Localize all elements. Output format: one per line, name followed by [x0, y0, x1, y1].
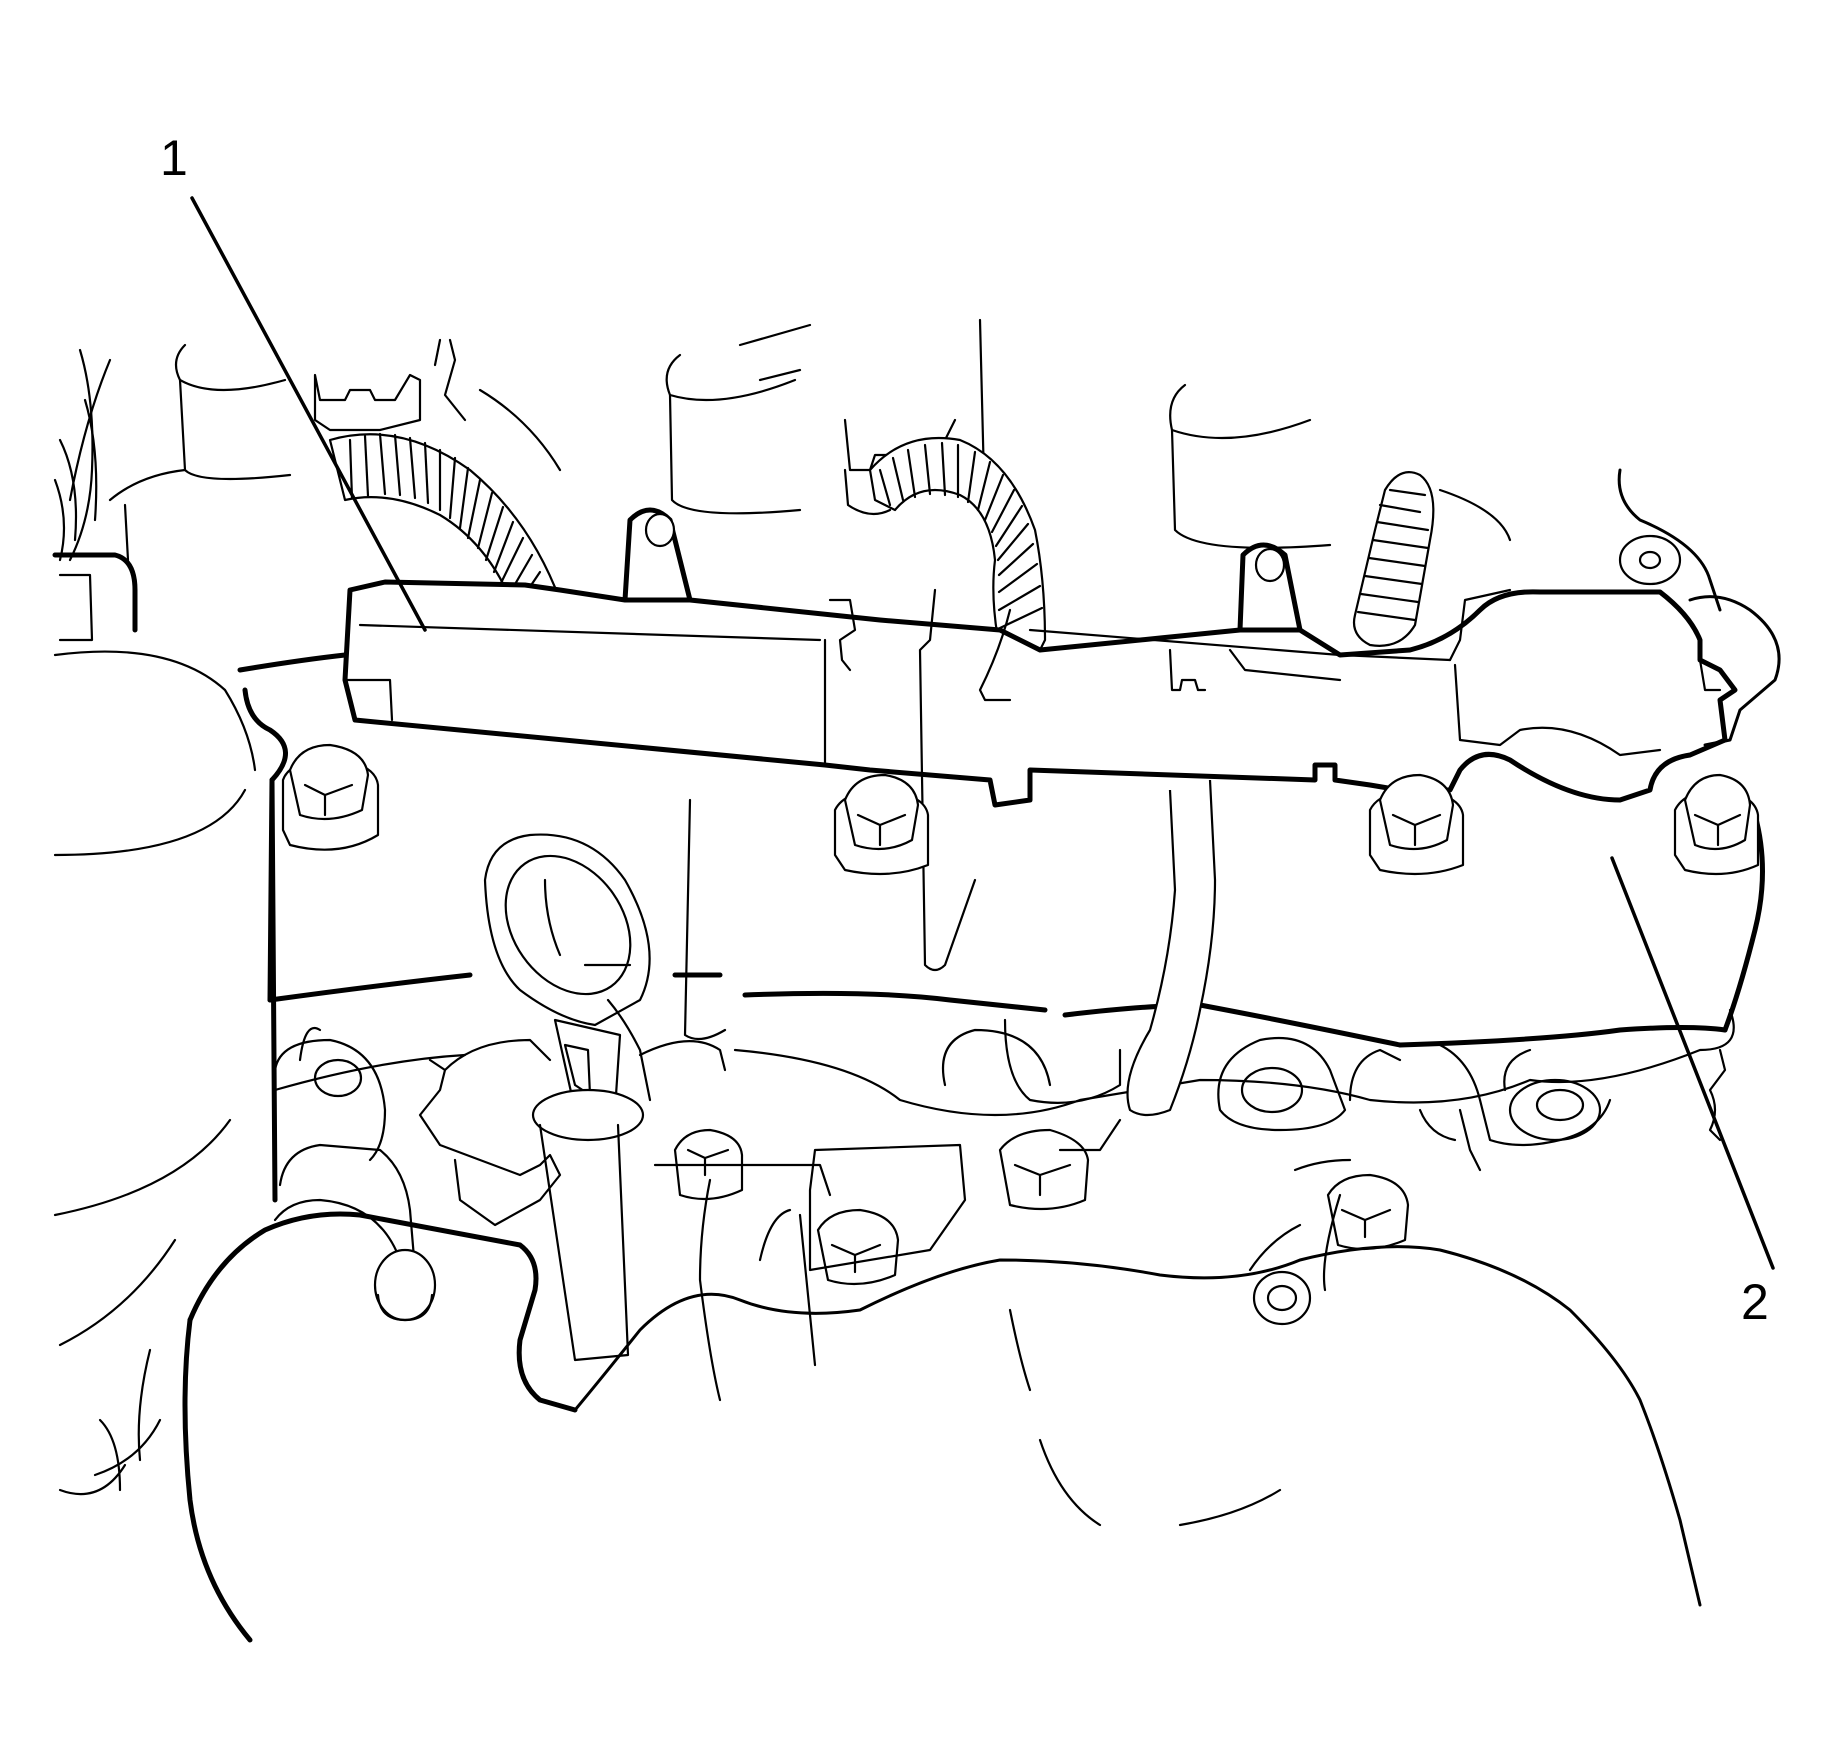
callout-label-1: 1	[160, 130, 188, 186]
fuel-rail-cover	[342, 507, 1781, 972]
bolt-3	[1368, 773, 1465, 876]
oil-dipstick	[483, 798, 727, 1362]
callout-leaders	[190, 196, 1775, 1270]
bolt-6	[998, 1128, 1090, 1211]
callout-label-2: 2	[1741, 1274, 1769, 1330]
callout-2-leader	[1610, 856, 1775, 1270]
wiring-harness-right	[1352, 471, 1435, 647]
bolt-1	[281, 743, 380, 851]
callout-1-leader	[190, 196, 427, 632]
left-housing	[52, 468, 348, 1347]
bolts	[281, 743, 1760, 1286]
bolt-2	[833, 773, 930, 876]
wiring-harness-middle	[868, 436, 1047, 652]
upper-background-parts	[53, 318, 1722, 612]
lower-castings	[58, 687, 1702, 1643]
bolt-7	[816, 1208, 900, 1286]
bolt-8	[1326, 1173, 1410, 1251]
bolt-4	[1673, 773, 1760, 876]
